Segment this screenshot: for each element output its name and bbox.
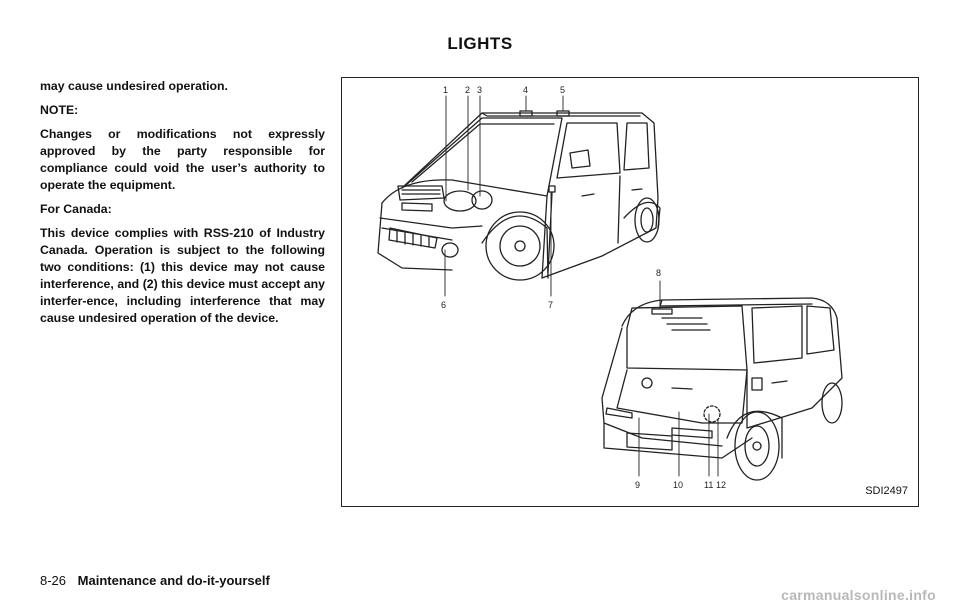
- page-number: 8-26: [40, 573, 67, 588]
- callout-4: 4: [523, 85, 528, 95]
- front-car-drawing: [377, 110, 661, 281]
- body-text: may cause undesired operation. NOTE: Cha…: [40, 78, 325, 334]
- callout-11: 11: [704, 480, 713, 490]
- paragraph: NOTE:: [40, 103, 79, 117]
- callout-6: 6: [441, 300, 446, 310]
- callout-2: 2: [465, 85, 470, 95]
- paragraph: This device complies with RSS-210 of Ind…: [40, 226, 325, 325]
- section-title: LIGHTS: [447, 34, 513, 53]
- callout-12: 12: [716, 480, 726, 490]
- vehicle-lights-figure: 1 2 3 4 5 6 7 8 9 10 11 12 SDI2497: [341, 77, 919, 507]
- callout-7: 7: [548, 300, 553, 310]
- figure-code: SDI2497: [865, 485, 908, 497]
- rear-car-drawing: [601, 297, 843, 481]
- page-footer: 8-26 Maintenance and do-it-yourself: [40, 573, 270, 588]
- callout-5: 5: [560, 85, 565, 95]
- callout-10: 10: [673, 480, 683, 490]
- callout-3: 3: [477, 85, 482, 95]
- chapter-title: Maintenance and do-it-yourself: [77, 573, 270, 588]
- paragraph: may cause undesired operation.: [40, 79, 228, 93]
- paragraph: Changes or modifications not expressly a…: [40, 127, 325, 192]
- vehicle-illustration: 1 2 3 4 5 6 7 8 9 10 11 12: [377, 85, 843, 490]
- callout-numbers: 1 2 3 4 5 6 7 8 9 10 11 12: [441, 85, 726, 490]
- leader-lines: [444, 95, 719, 477]
- callout-8: 8: [656, 268, 661, 278]
- paragraph: For Canada:: [40, 202, 112, 216]
- watermark: carmanualsonline.info: [781, 587, 936, 603]
- callout-9: 9: [635, 480, 640, 490]
- callout-1: 1: [443, 85, 448, 95]
